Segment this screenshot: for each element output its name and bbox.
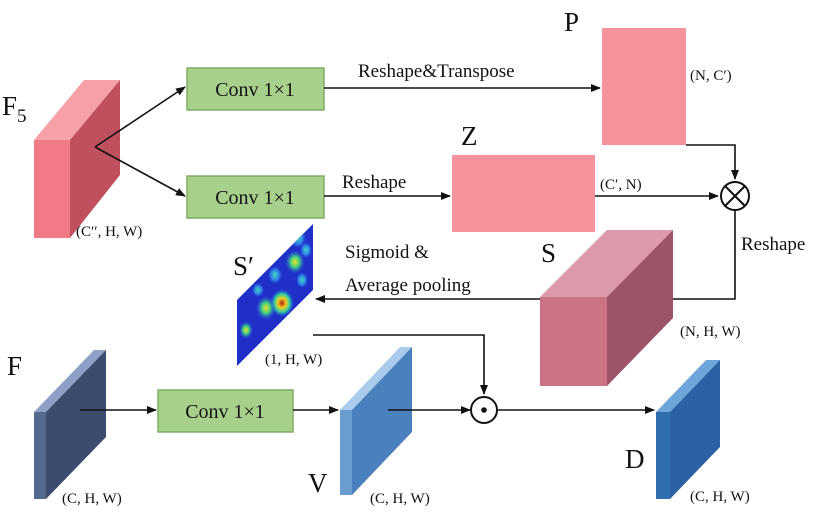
f5-to-conv-top-arrow [94, 86, 186, 148]
conv-middle-box: Conv 1×1 [186, 175, 325, 219]
f5-front-face [34, 140, 70, 238]
s-top-face [540, 230, 673, 297]
conv-top-box: Conv 1×1 [186, 67, 325, 111]
f-front-face [34, 412, 46, 499]
s-feature-block [540, 230, 673, 386]
sprime-dims: (1, H, W) [265, 352, 322, 368]
p-dims: (N, C′) [690, 68, 732, 84]
v-feature-block [340, 347, 412, 495]
f5-side-face [70, 80, 120, 238]
f5-feature-block [34, 80, 120, 238]
d-label: D [625, 444, 645, 474]
v-front-face [340, 410, 352, 495]
d-front-face [656, 412, 670, 499]
z-matrix-box [452, 155, 595, 232]
conv-bottom-label: Conv 1×1 [185, 401, 265, 423]
reshape-s-label: Reshape [741, 234, 805, 255]
z-label: Z [461, 121, 478, 151]
sprime-heatmap [237, 224, 313, 366]
reshape-z-label: Reshape [342, 172, 406, 193]
v-side-face [352, 347, 412, 495]
conv-top-label: Conv 1×1 [215, 79, 295, 101]
sprime-to-elementwise-arrow [313, 334, 488, 395]
conv-bottom-box: Conv 1×1 [157, 389, 294, 433]
f-feature-block [34, 350, 106, 499]
v-top-face [340, 347, 412, 410]
sigmoid-label-line1: Sigmoid & [345, 242, 429, 263]
f5-top-face [34, 80, 120, 140]
p-label: P [564, 7, 579, 37]
v-dims: (C, H, W) [370, 491, 430, 507]
d-dims: (C, H, W) [690, 489, 750, 505]
s-dims: (N, H, W) [680, 324, 741, 340]
f-dims: (C, H, W) [62, 491, 122, 507]
d-side-face [670, 360, 720, 499]
f5-to-conv-middle-arrow [94, 146, 186, 197]
elementwise-operator-icon [470, 396, 498, 424]
matmul-to-s-arrow [647, 210, 736, 303]
sprime-label: S′ [233, 251, 254, 281]
f5-label: F5 [2, 91, 27, 127]
f-top-face [34, 350, 106, 412]
f5-dims: (C′′, H, W) [76, 224, 142, 240]
p-matrix-box [602, 28, 686, 145]
z-dims: (C′, N) [600, 177, 642, 193]
reshape-transpose-label: Reshape&Transpose [358, 61, 515, 82]
conv-middle-label: Conv 1×1 [215, 187, 295, 209]
p-to-matmul-arrow [686, 144, 739, 180]
d-top-face [656, 360, 720, 412]
f-label: F [7, 351, 22, 381]
sigmoid-label-line2: Average pooling [345, 275, 471, 296]
d-feature-block [656, 360, 720, 499]
matmul-operator-icon [720, 181, 750, 211]
s-front-face [540, 297, 607, 386]
v-label: V [308, 468, 328, 498]
s-label: S [541, 238, 556, 268]
s-side-face [607, 230, 673, 386]
f-side-face [46, 350, 106, 499]
